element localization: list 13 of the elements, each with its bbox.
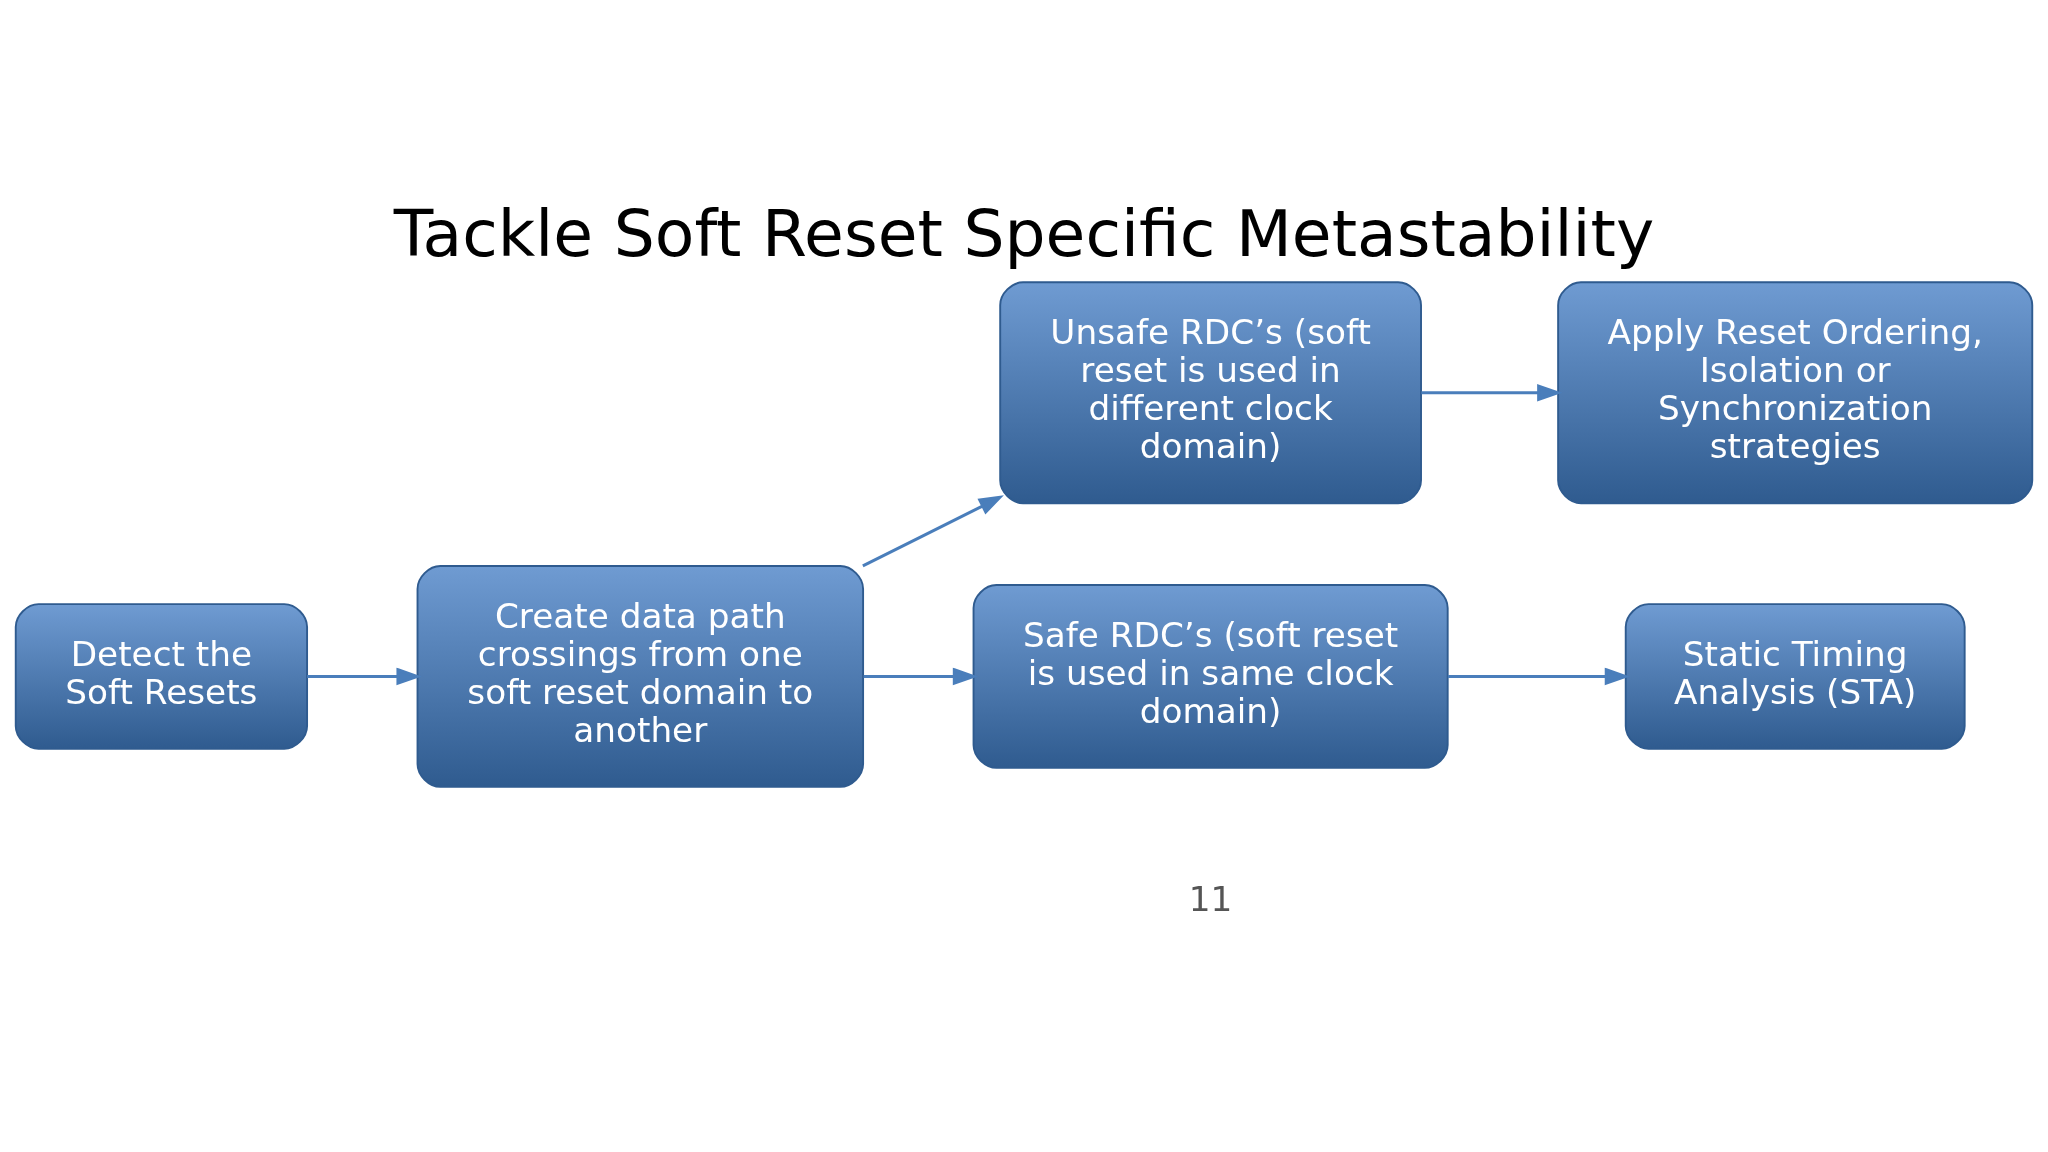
arrow [307, 667, 422, 685]
node-box: Static Timing Analysis (STA) [1624, 602, 1966, 750]
node-box: Create data path crossings from one soft reset domain to another [416, 564, 865, 788]
node-box: Detect the Soft Resets [14, 602, 309, 750]
arrow [863, 667, 978, 685]
arrow [1421, 383, 1563, 402]
node-box: Apply Reset Ordering, Isolation or Synchronization strategies [1557, 280, 2034, 504]
arrow [862, 494, 1004, 567]
diagram-title: Tackle Soft Reset Specific Metastability [393, 195, 1655, 271]
node-box: Safe RDC’s (soft reset is used in same clock domain) [972, 583, 1449, 769]
node-box: Unsafe RDC’s (soft reset is used in different clock domain) [999, 280, 1422, 504]
arrow [1447, 667, 1630, 685]
label: 11 [1188, 878, 1233, 919]
